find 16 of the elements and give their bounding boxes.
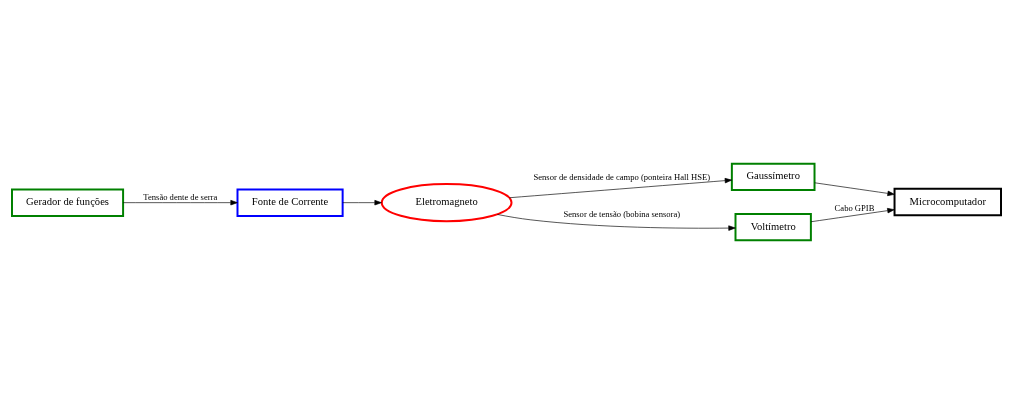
edge-label: Tensão dente de serra [143,191,218,202]
arrow [509,177,733,198]
arrow [814,181,895,196]
node-box: Gaussímetro [730,162,816,191]
arrow [497,213,736,231]
arrow [122,199,238,205]
node-box: Microcomputador [893,187,1002,216]
node-ellipse: Eletromagneto [380,182,513,222]
node-box: Fonte de Corrente [236,187,344,217]
arrow [342,199,382,205]
edge-label: Cabo GPIB [834,202,875,213]
edge-label: Sensor de tensão (bobina sensora) [563,208,681,219]
node-box: Voltímetro [734,212,812,241]
node-box: Gerador de funções [11,187,125,217]
arrow [810,207,895,222]
edge-label: Sensor de densidade de campo (ponteira Hall HSE) [533,171,711,182]
